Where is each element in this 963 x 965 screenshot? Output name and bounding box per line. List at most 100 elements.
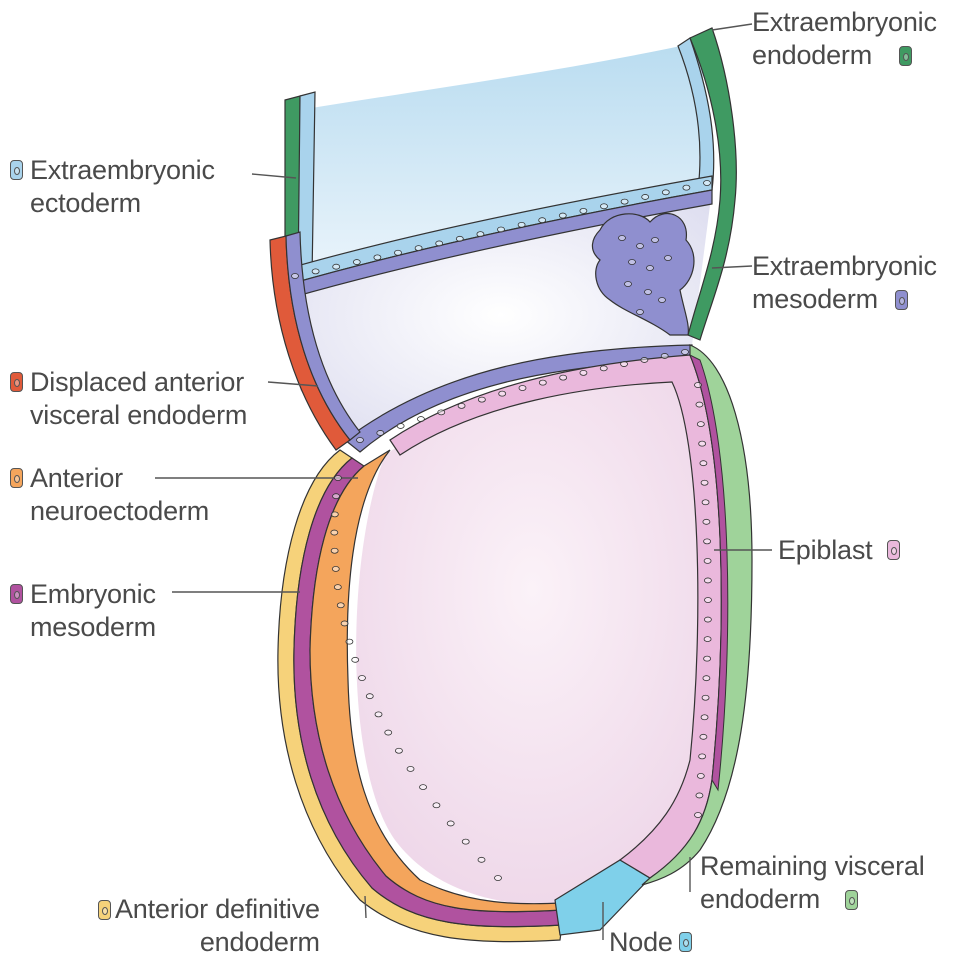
- cell-nucleus: [695, 383, 702, 388]
- label-line: mesoderm: [752, 283, 937, 316]
- cell-nucleus: [662, 190, 669, 195]
- cell-nucleus: [559, 213, 566, 218]
- label-extraembryonic-mesoderm: Extraembryonic mesoderm: [752, 250, 937, 316]
- cell-nucleus: [333, 494, 340, 499]
- cell-nucleus: [600, 366, 607, 371]
- cell-nucleus: [456, 236, 463, 241]
- cell-nucleus: [580, 370, 587, 375]
- cell-nucleus: [447, 821, 454, 826]
- cell-nucleus: [499, 391, 506, 396]
- cell-nucleus: [699, 754, 706, 759]
- cell-nucleus: [704, 656, 711, 661]
- cell-nucleus: [621, 199, 628, 204]
- cell-nucleus: [353, 260, 360, 265]
- label-line: visceral endoderm: [30, 399, 247, 432]
- cell-nucleus: [683, 185, 690, 190]
- cell-nucleus: [334, 585, 341, 590]
- cell-nucleus: [652, 238, 659, 243]
- cell-nucleus: [395, 748, 402, 753]
- cell-nucleus: [417, 417, 424, 422]
- cell-nucleus: [377, 430, 384, 435]
- cell-nucleus: [462, 839, 469, 844]
- cell-nucleus: [661, 353, 668, 358]
- cell-nucleus: [498, 227, 505, 232]
- cell-nucleus: [702, 695, 709, 700]
- cell-nucleus: [621, 362, 628, 367]
- cell-nucleus: [436, 241, 443, 246]
- cell-nucleus: [704, 578, 711, 583]
- cell-nucleus: [332, 566, 339, 571]
- extraembryonic-ectoderm-swatch-icon: [10, 160, 23, 180]
- cell-nucleus: [701, 480, 708, 485]
- cell-nucleus: [385, 730, 392, 735]
- label-text: endoderm: [752, 40, 872, 70]
- anterior-neuroectoderm-swatch-icon: [10, 468, 23, 488]
- label-line: Extraembryonic: [752, 6, 937, 39]
- cell-nucleus: [374, 255, 381, 260]
- cell-nucleus: [331, 548, 338, 553]
- cell-nucleus: [704, 558, 711, 563]
- cell-nucleus: [704, 539, 711, 544]
- cell-nucleus: [703, 519, 710, 524]
- label-line: Anterior definitive: [115, 893, 320, 926]
- cell-nucleus: [629, 260, 636, 265]
- cell-nucleus: [331, 530, 338, 535]
- cell-nucleus: [682, 350, 689, 355]
- cell-nucleus: [696, 793, 703, 798]
- cell-nucleus: [695, 813, 702, 818]
- cell-nucleus: [292, 274, 299, 279]
- cell-nucleus: [539, 218, 546, 223]
- label-line: Anterior: [30, 462, 209, 495]
- cell-nucleus: [601, 204, 608, 209]
- label-node: Node: [609, 926, 673, 959]
- cell-nucleus: [366, 694, 373, 699]
- cell-nucleus: [704, 181, 711, 186]
- label-anterior-definitive-endoderm: Anterior definitive endoderm: [115, 893, 320, 959]
- cell-nucleus: [619, 236, 626, 241]
- cell-nucleus: [704, 637, 711, 642]
- cell-nucleus: [665, 256, 672, 261]
- cell-nucleus: [478, 397, 485, 402]
- label-line: Node: [609, 926, 673, 959]
- cell-nucleus: [637, 244, 644, 249]
- cell-nucleus: [697, 422, 704, 427]
- label-line: Extraembryonic: [30, 154, 215, 187]
- cell-nucleus: [519, 386, 526, 391]
- cell-nucleus: [458, 403, 465, 408]
- cell-nucleus: [642, 194, 649, 199]
- cell-nucleus: [697, 773, 704, 778]
- cell-nucleus: [580, 208, 587, 213]
- label-line: Displaced anterior: [30, 366, 247, 399]
- label-line: Extraembryonic: [752, 250, 937, 283]
- label-line: mesoderm: [30, 611, 156, 644]
- embryonic-mesoderm-swatch-icon: [10, 584, 23, 604]
- cell-nucleus: [641, 357, 648, 362]
- cell-nucleus: [705, 598, 712, 603]
- label-line: Remaining visceral: [700, 850, 925, 883]
- cell-nucleus: [433, 803, 440, 808]
- displaced-ave-swatch-icon: [10, 372, 23, 392]
- cell-nucleus: [478, 857, 485, 862]
- cell-nucleus: [375, 712, 382, 717]
- cell-nucleus: [518, 222, 525, 227]
- cell-nucleus: [331, 512, 338, 517]
- label-line: ectoderm: [30, 187, 215, 220]
- cell-nucleus: [645, 290, 652, 295]
- cell-nucleus: [696, 402, 703, 407]
- label-line: endoderm: [115, 926, 320, 959]
- remaining-ve-swatch-icon: [845, 890, 858, 910]
- cell-nucleus: [341, 621, 348, 626]
- label-epiblast: Epiblast: [778, 534, 872, 567]
- cell-nucleus: [700, 461, 707, 466]
- cell-nucleus: [477, 232, 484, 237]
- cell-nucleus: [346, 639, 353, 644]
- label-line: neuroectoderm: [30, 495, 209, 528]
- cell-nucleus: [359, 676, 366, 681]
- cell-nucleus: [625, 282, 632, 287]
- cell-nucleus: [415, 246, 422, 251]
- label-embryonic-mesoderm: Embryonic mesoderm: [30, 578, 156, 644]
- cell-nucleus: [438, 410, 445, 415]
- label-line: Embryonic: [30, 578, 156, 611]
- cell-nucleus: [407, 766, 414, 771]
